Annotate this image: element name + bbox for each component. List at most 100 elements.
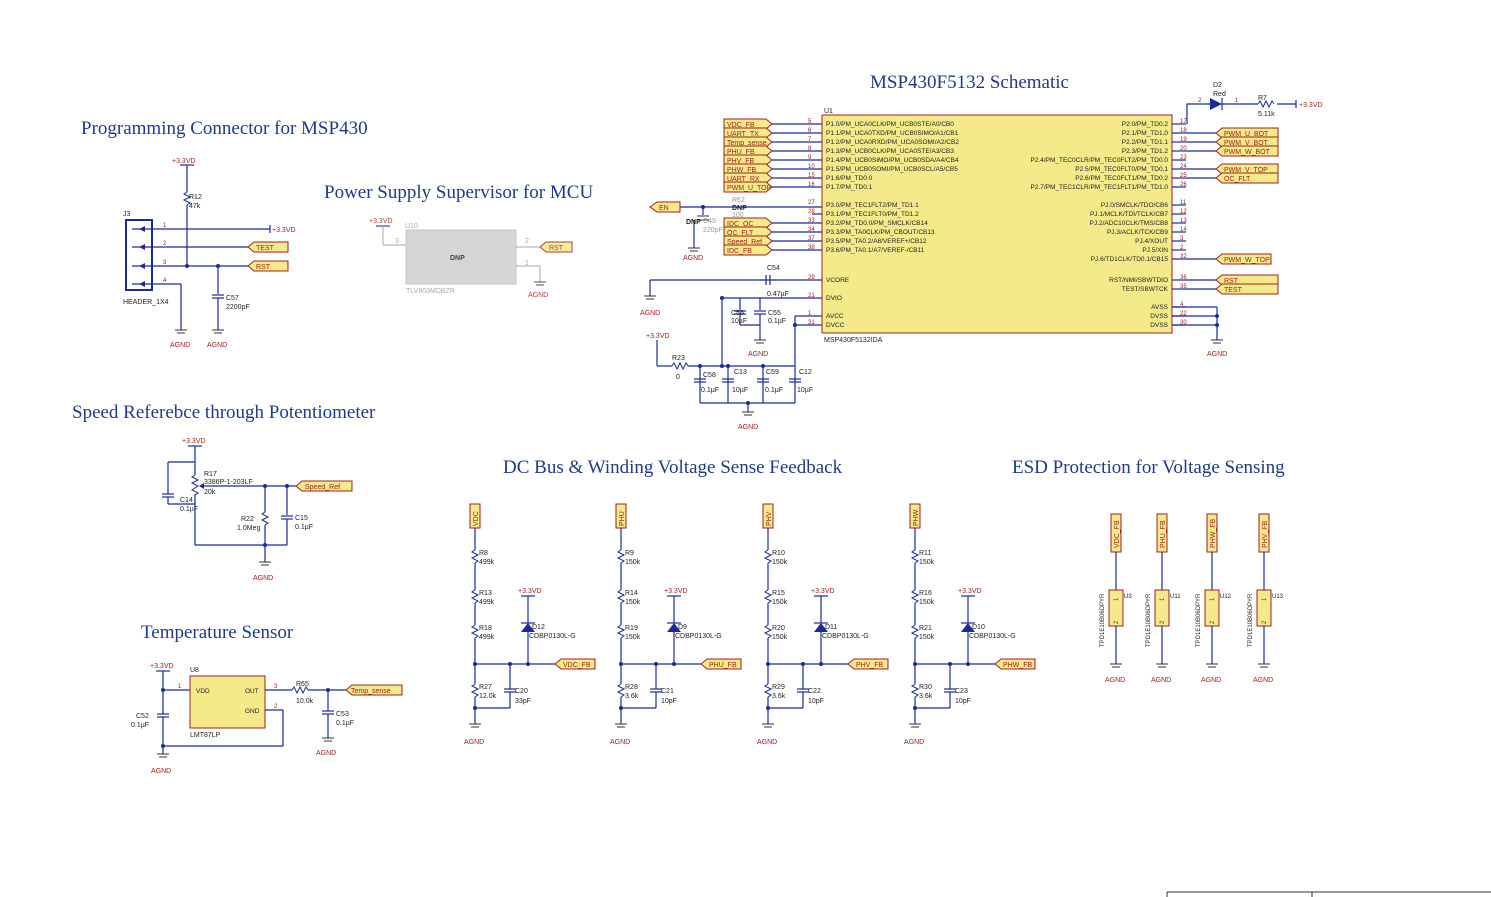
j3-ref: J3 [123,211,131,218]
led-ref: D2 [1213,82,1222,89]
title-main: MSP430F5132 Schematic [870,72,1069,93]
c57-agnd: AGND [207,342,227,349]
u10-part: TLV803MDBZR [406,288,455,295]
mcu-pin-p1-7: P1.7/PM_TD0.1 [826,184,873,191]
mcu-pin-p1-3: P1.3/PM_UCB0CLK/PM_UCA0STE/A3/CB3 [826,148,954,155]
phw-agnd: AGND [904,739,924,746]
title-esd-protection: ESD Protection for Voltage Sensing [1012,457,1285,478]
r19-ref: R19 [625,625,638,632]
resistor-r7 [1257,99,1275,109]
r16-value: 150k [919,599,935,606]
r17-ref: R17 [204,471,217,478]
r17-part: 3386P-1-203LF [204,479,253,486]
mcu-pin-num-36: 36 [1180,275,1187,281]
esd-body-u11 [1154,589,1170,627]
net-flag-phw-fb-s-label: PHW_FB [1003,662,1033,669]
r22-ref: R22 [241,516,254,523]
d11-ref: D11 [825,624,837,631]
net-flag-oc-flt-r-label: OC_FLT [1224,176,1251,183]
mcu-pin-p2-0-17: P2.0/PM_TD0.2 [1122,121,1169,128]
c54-ref: C54 [767,265,780,272]
mcu-pin-p3-6: P3.6/PM_TA0.1/A7/VEREF-/CB11 [826,247,925,254]
mcu-pin-dvss-22: DVSS [1150,313,1168,320]
net-flag-pwm-w-top-r-label: PWM_W_TOP [1224,257,1270,264]
esd-ref-1: U11 [1170,594,1181,600]
led-diode-symbol [1210,98,1222,110]
r20-ref: R20 [772,625,785,632]
mcu-pin-p2-2-19: P2.2/PM_TD1.1 [1122,139,1169,146]
vdc-agnd: AGND [464,739,484,746]
r9-value: 150k [625,559,641,566]
resistor-r8 [470,549,480,564]
speed-agnd: AGND [253,575,273,582]
c15-ref: C15 [295,515,308,522]
temperature-sensor: +3.3VD U8 LMT87LP VDD OUT GND 1 3 2 R65 … [131,663,403,775]
u8-pin-vdd: VDD [196,688,210,695]
j3-pin-3: 3 [163,260,167,266]
r30-value: 3.6k [919,693,933,700]
esd-pin2-3: 2 [1262,620,1268,624]
net-flag-rst-r [1215,274,1279,286]
header-1x4 [125,219,153,291]
d9-value: CDBP0130L-G [675,633,722,640]
title-programming-connector: Programming Connector for MSP430 [81,118,368,139]
d10-power-label: +3.3VD [958,588,982,595]
resistor-r23 [671,361,689,371]
mcu-ground-rail: AGND [1172,306,1227,358]
esd-net-label-2: PHW_FB [1210,519,1217,549]
r18-value: 499k [479,634,495,641]
speed-ref-label: Speed_Ref [305,484,340,491]
r21-value: 150k [919,634,935,641]
r29-value: 3.6k [772,693,786,700]
mcu-pin-p2-1-18: P2.1/PM_TD1.0 [1122,130,1169,137]
mcu-pin-num-17: 17 [1180,119,1187,125]
r8-value: 499k [479,559,495,566]
esd-part-1: TPD1E10B06DPYR [1146,593,1152,647]
resistor-r15 [763,589,773,604]
d10-value: CDBP0130L-G [969,633,1016,640]
j3-pin-2: 2 [163,241,167,247]
sense-channel-phv: PHVR10150kR15150kR20150kPHV_FBR293.6kC22… [757,503,889,746]
mcu-pin-pj-5-2: PJ.5/XIN [1142,247,1168,254]
net-flag-speed-ref [723,235,773,247]
resistor-r22 [260,511,270,526]
u8-pin1-num: 1 [178,684,182,690]
net-flag-phw-fb [723,163,773,175]
phu-input-label: PHU [619,511,626,526]
r30-ref: R30 [919,684,932,691]
r23-value: 0 [676,374,680,381]
c15-value: 0.1µF [295,524,313,531]
resistor-r13 [470,589,480,604]
mcu-pin-p3-1: P3.1/PM_TEC1FLT0/PM_TD1.2 [826,211,919,218]
mcu-pin-p1-4: P1.4/PM_UCB0SIMO/PM_UCB0SDA/A4/CB4 [826,157,959,164]
mcu-pin-avcc: AVCC [826,313,844,320]
net-flag-idc-fb [723,244,773,256]
mcu-pin-num-9: 9 [808,155,812,161]
mcu-pin-pj-4-3: PJ.4/XOUT [1135,238,1168,245]
mcu-decoupling: AGND C54 0.47µF C56 10µF C55 0.1µF AGND … [640,265,822,431]
d10-ref: D10 [972,624,985,631]
c58-value: 0.1µF [701,387,719,394]
resistor-r16 [910,589,920,604]
r27-ref: R27 [479,684,492,691]
mcu-pin-num-32: 32 [1180,254,1187,260]
c21-value: 10pF [661,698,677,705]
mcu-pin-num-2: 2 [1180,245,1184,251]
test-label: TEST [256,245,275,252]
esd-body-u3 [1108,589,1124,627]
r65-value: 10.0k [296,698,314,705]
d12-ref: D12 [532,624,545,631]
temp-agnd: AGND [151,768,171,775]
j3-pin-4: 4 [163,278,167,284]
u10-pin3: 3 [395,238,399,245]
mcu-pin-num-35: 35 [1180,284,1187,290]
net-flag-pwm-w-bot-r [1215,145,1279,157]
r22-value: 1.0Meg [237,525,260,532]
mcu-left-pins: P1.0/PM_UCA0CLK/PM_UCB0STE/A0/CB05VDC_FB… [723,118,959,329]
net-flag-test [247,241,289,253]
mcu-pin-num-22: 22 [1180,311,1187,317]
net-flag-pwm-v-top-r [1215,163,1279,175]
net-flag-temp-sense [345,684,403,696]
